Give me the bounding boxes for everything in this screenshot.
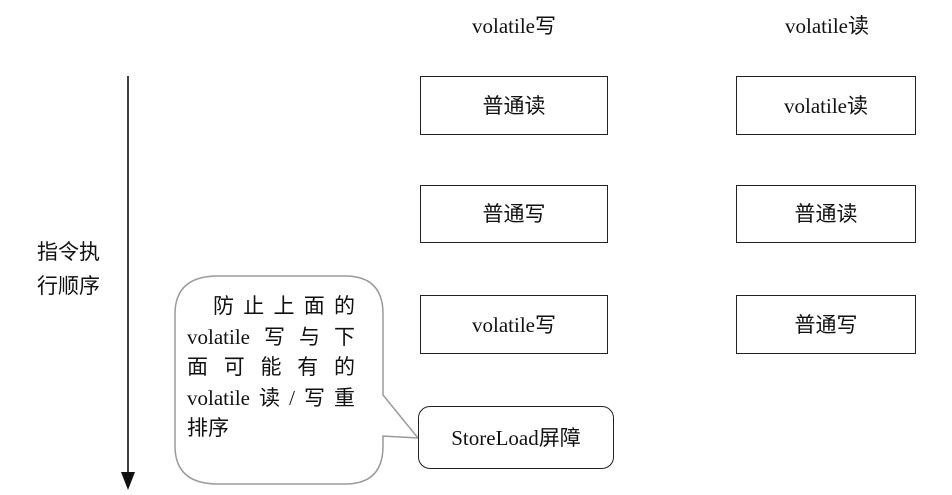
callout-line-5: 排序 xyxy=(187,416,229,440)
callout-line-4: volatile读/写重 xyxy=(187,385,355,410)
header-volatile-write: volatile写 xyxy=(472,14,556,38)
callout-text: 防止上面的 volatile写与下 面可能有的 volatile读/写重 排序 xyxy=(187,291,355,444)
header-volatile-read: volatile读 xyxy=(785,14,869,38)
storeload-barrier-box: StoreLoad屏障 xyxy=(418,406,614,469)
callout-line-1: 防止上面的 xyxy=(213,294,355,318)
read-column-box-3: 普通写 xyxy=(736,295,916,354)
execution-order-label-line2: 行顺序 xyxy=(37,274,100,298)
execution-order-arrowhead xyxy=(121,472,135,490)
execution-order-label-line1: 指令执 xyxy=(37,240,100,264)
write-column-box-3: volatile写 xyxy=(420,295,608,354)
write-column-box-2: 普通写 xyxy=(420,185,608,243)
callout-line-3: 面可能有的 xyxy=(187,355,355,379)
read-column-box-1: volatile读 xyxy=(736,76,916,135)
read-column-box-2: 普通读 xyxy=(736,185,916,243)
write-column-box-1: 普通读 xyxy=(420,76,608,135)
execution-order-label: 指令执 行顺序 xyxy=(37,235,147,303)
callout-bubble xyxy=(174,275,420,485)
callout-line-2: volatile写与下 xyxy=(187,324,355,349)
